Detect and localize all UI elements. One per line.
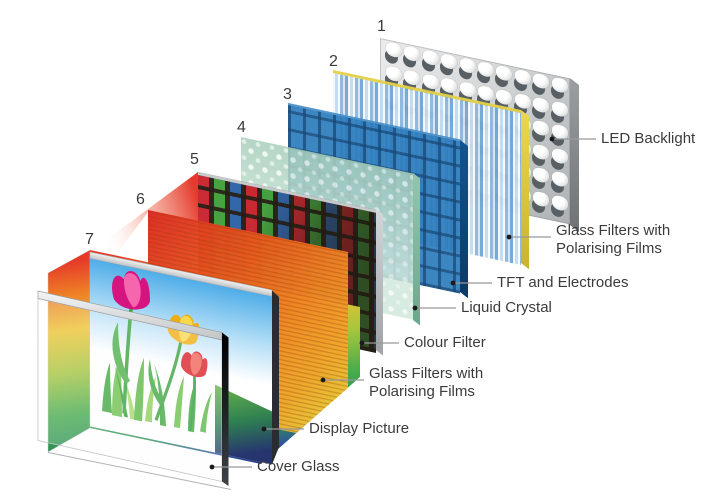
cover-glass-right-edge	[222, 332, 229, 486]
layer-number-6: 6	[136, 191, 145, 208]
label-liquid-crystal: Liquid Crystal	[461, 299, 552, 316]
leader-dots	[209, 136, 555, 470]
glass-floor-line	[47, 452, 232, 490]
label-tft-electrodes: TFT and Electrodes	[497, 274, 629, 291]
tulip-pink	[112, 271, 150, 310]
label-led-backlight: LED Backlight	[601, 130, 696, 147]
layer-number-3: 3	[283, 86, 292, 103]
label-glass-filters-lower: Glass Filters with Polarising Films	[369, 365, 484, 400]
tulip-red	[181, 351, 208, 378]
label-colour-filter: Colour Filter	[404, 334, 486, 351]
layer-number-5: 5	[190, 151, 199, 168]
layer-number-1: 1	[377, 18, 386, 35]
layer-number-4: 4	[237, 119, 246, 136]
label-display-picture: Display Picture	[309, 420, 410, 437]
red-glow	[90, 172, 198, 252]
leader-lines	[212, 138, 596, 468]
layer-number-7: 7	[85, 231, 94, 248]
glass-corner-transparency	[215, 384, 272, 465]
display-picture-right-edge	[272, 290, 279, 465]
cover-glass-front-pane	[37, 290, 232, 490]
label-glass-filters-upper: Glass Filters with Polarising Films	[556, 222, 671, 257]
layer-number-2: 2	[329, 53, 338, 70]
label-cover-glass: Cover Glass	[257, 458, 340, 475]
